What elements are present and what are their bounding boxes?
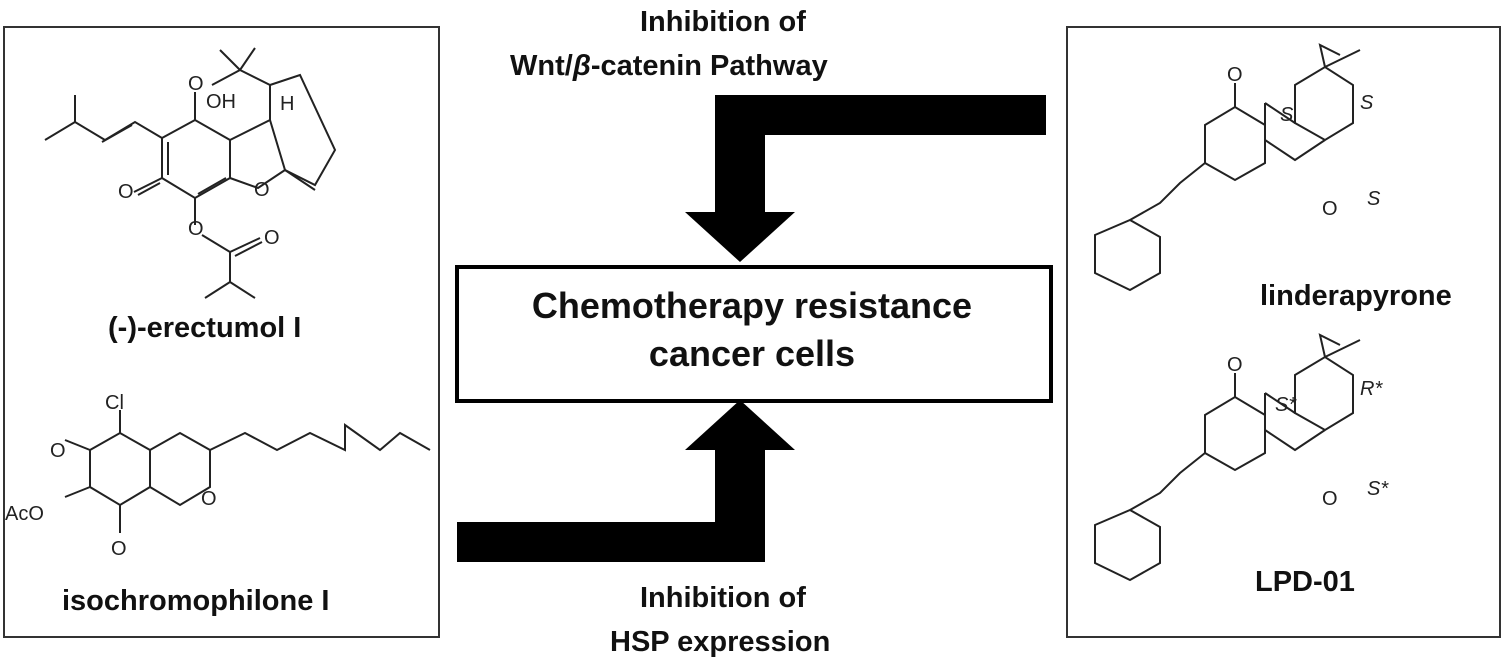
atom-o: O (264, 227, 280, 249)
atom-s: S (1367, 188, 1381, 210)
atom-s: S (1360, 92, 1374, 114)
bottom-caption-line1: Inhibition of (640, 582, 806, 614)
atom-o: O (1322, 198, 1338, 220)
isochromophilone-label: isochromophilone I (62, 585, 330, 617)
chemoresistance-box (455, 265, 1053, 403)
linderapyrone-structure: O S S S O (1094, 43, 1381, 292)
center-line1: Chemotherapy resistance (531, 285, 973, 326)
lpd01-label: LPD-01 (1255, 566, 1355, 598)
erectumol-structure: O OH H O O O O (44, 47, 337, 299)
bottom-caption-line2: HSP expression (610, 626, 831, 658)
atom-o: O (188, 73, 204, 95)
top-caption-line1: Inhibition of (640, 6, 806, 38)
top-caption-pathway: -catenin Pathway (590, 50, 828, 82)
isochromophilone-structure: Cl O AcO O O (5, 392, 431, 560)
atom-h: H (280, 93, 294, 115)
atom-o: O (1227, 64, 1243, 86)
atom-o: O (1227, 354, 1243, 376)
bottom-arrow (457, 400, 795, 562)
top-caption-beta: β (572, 50, 591, 82)
atom-oh: OH (206, 91, 236, 113)
left-compound-panel (3, 26, 440, 638)
atom-cl: Cl (105, 392, 124, 414)
atom-s-star: S* (1367, 478, 1389, 500)
atom-s: S (1280, 104, 1294, 126)
atom-o: O (118, 181, 134, 203)
right-compound-panel (1066, 26, 1501, 638)
atom-o: O (1322, 488, 1338, 510)
erectumol-label: (-)-erectumol I (108, 312, 302, 344)
atom-o: O (50, 440, 66, 462)
top-arrow (685, 95, 1046, 262)
lpd01-structure: O S* R* S* O (1094, 333, 1389, 582)
top-caption-wnt: Wnt/ (510, 50, 573, 82)
center-line2: cancer cells (648, 333, 856, 374)
atom-o: O (188, 218, 204, 240)
atom-r-star: R* (1360, 378, 1383, 400)
atom-o: O (201, 488, 217, 510)
atom-o: O (111, 538, 127, 560)
atom-s-star: S* (1275, 394, 1297, 416)
atom-aco: AcO (5, 503, 44, 525)
top-caption-line2: Wnt/β-catenin Pathway (510, 46, 828, 86)
linderapyrone-label: linderapyrone (1260, 280, 1452, 312)
atom-o: O (254, 179, 270, 201)
